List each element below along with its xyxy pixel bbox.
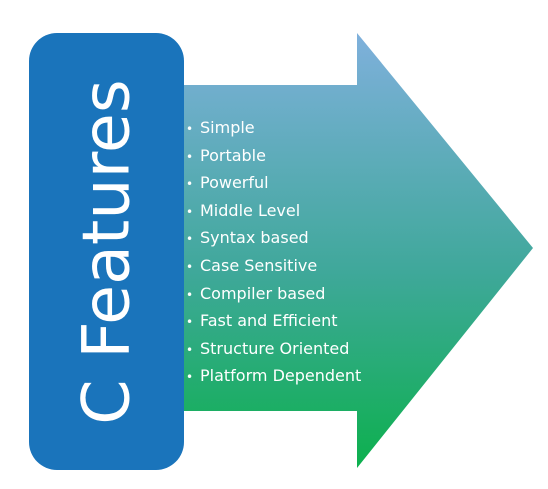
feature-label: Compiler based: [200, 283, 326, 303]
feature-label: Platform Dependent: [200, 366, 362, 386]
feature-item: • Powerful: [186, 169, 361, 197]
feature-label: Case Sensitive: [200, 255, 318, 275]
feature-item: • Structure Oriented: [186, 335, 361, 363]
feature-item: • Simple: [186, 114, 361, 142]
bullet-icon: •: [186, 122, 194, 136]
feature-label: Structure Oriented: [200, 338, 350, 358]
feature-list: • Simple • Portable • Powerful • Middle Leve…: [186, 114, 361, 390]
feature-label: Powerful: [200, 173, 269, 193]
title-box: C Features: [29, 33, 184, 470]
bullet-icon: •: [186, 315, 194, 330]
bullet-icon: •: [186, 287, 194, 302]
bullet-icon: •: [186, 342, 194, 357]
feature-item: • Platform Dependent: [186, 362, 361, 390]
bullet-icon: •: [186, 259, 194, 274]
bullet-icon: •: [186, 204, 194, 219]
feature-label: Fast and Efficient: [200, 311, 338, 331]
feature-label: Middle Level: [200, 200, 301, 220]
feature-label: Syntax based: [200, 228, 309, 248]
feature-item: • Compiler based: [186, 280, 361, 308]
arrow-body: [150, 33, 533, 468]
bullet-icon: •: [186, 177, 194, 192]
bullet-icon: •: [186, 149, 194, 164]
feature-item: • Fast and Efficient: [186, 307, 361, 335]
feature-item: • Syntax based: [186, 224, 361, 252]
feature-label: Portable: [200, 145, 266, 165]
feature-label: Simple: [200, 118, 255, 137]
feature-item: • Case Sensitive: [186, 252, 361, 280]
bullet-icon: •: [186, 370, 194, 385]
feature-item: • Portable: [186, 142, 361, 170]
title-text: C Features: [69, 78, 144, 425]
feature-item: • Middle Level: [186, 197, 361, 225]
bullet-icon: •: [186, 232, 194, 247]
